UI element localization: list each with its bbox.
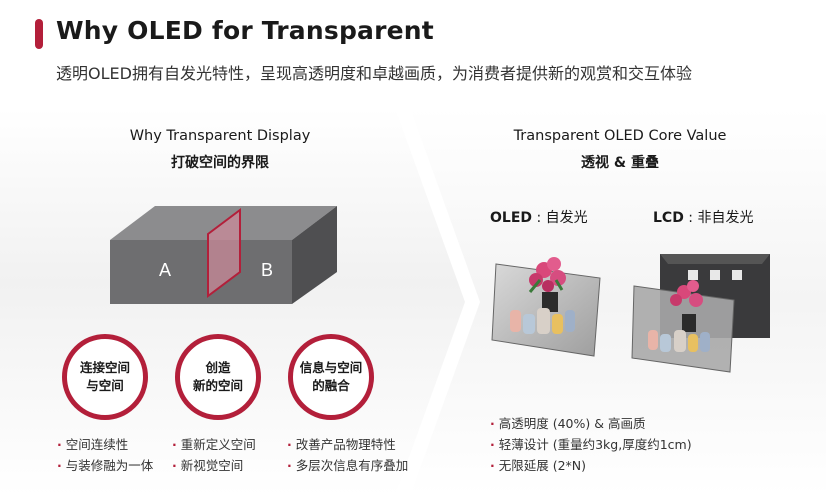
oled-display-image [491,257,601,357]
page-title: Why OLED for Transparent [56,16,434,45]
oled-label-desc: : 自发光 [532,210,588,226]
list-item: 轻薄设计 (重量约3kg,厚度约1cm) [490,434,692,455]
oled-label-name: OLED [490,210,533,226]
list-item: 多层次信息有序叠加 [287,455,409,476]
list-item: 空间连续性 [57,434,153,455]
page-subtitle: 透明OLED拥有自发光特性，呈现高透明度和卓越画质，为消费者提供新的观赏和交互体… [56,64,692,83]
space-box-illustration: A B [110,206,337,304]
bullets-info-space: 改善产品物理特性 多层次信息有序叠加 [287,434,409,476]
left-heading: Why Transparent Display 打破空间的界限 [100,128,340,172]
lcd-label: LCD : 非自发光 [653,207,753,227]
box-label-a: A [159,260,171,280]
list-item: 无限延展 (2*N) [490,455,692,476]
circle-connect-space-text: 连接空间 与空间 [79,359,130,393]
circle-create-space-text: 创造 新的空间 [192,359,243,393]
lcd-label-name: LCD [653,210,684,226]
title-accent-bar [35,19,43,49]
list-item: 与装修融为一体 [57,455,154,476]
list-item: 重新定义空间 [172,434,256,455]
lcd-label-desc: : 非自发光 [683,210,754,226]
bullets-oled-core-value: 高透明度 (40%) & 高画质 轻薄设计 (重量约3kg,厚度约1cm) 无限… [490,413,692,476]
circle-info-space-text: 信息与空间 的融合 [299,359,363,393]
circle-connect-space: 连接空间 与空间 [62,334,148,420]
bullets-connect-space: 空间连续性 与装修融为一体 [57,434,154,476]
left-heading-en: Why Transparent Display [129,128,311,144]
circle-info-space: 信息与空间 的融合 [288,334,374,420]
circle-create-space: 创造 新的空间 [175,334,261,420]
list-item: 新视觉空间 [172,455,256,476]
oled-label: OLED : 自发光 [490,207,588,227]
right-heading-en: Transparent OLED Core Value [513,128,727,144]
box-label-b: B [261,260,273,280]
lcd-display-image [631,254,770,373]
list-item: 改善产品物理特性 [287,434,408,455]
left-heading-cn: 打破空间的界限 [171,155,269,171]
right-heading: Transparent OLED Core Value 透视 & 重叠 [495,128,745,172]
bullets-create-space: 重新定义空间 新视觉空间 [172,434,256,476]
right-heading-cn: 透视 & 重叠 [581,155,659,171]
list-item: 高透明度 (40%) & 高画质 [490,413,692,434]
